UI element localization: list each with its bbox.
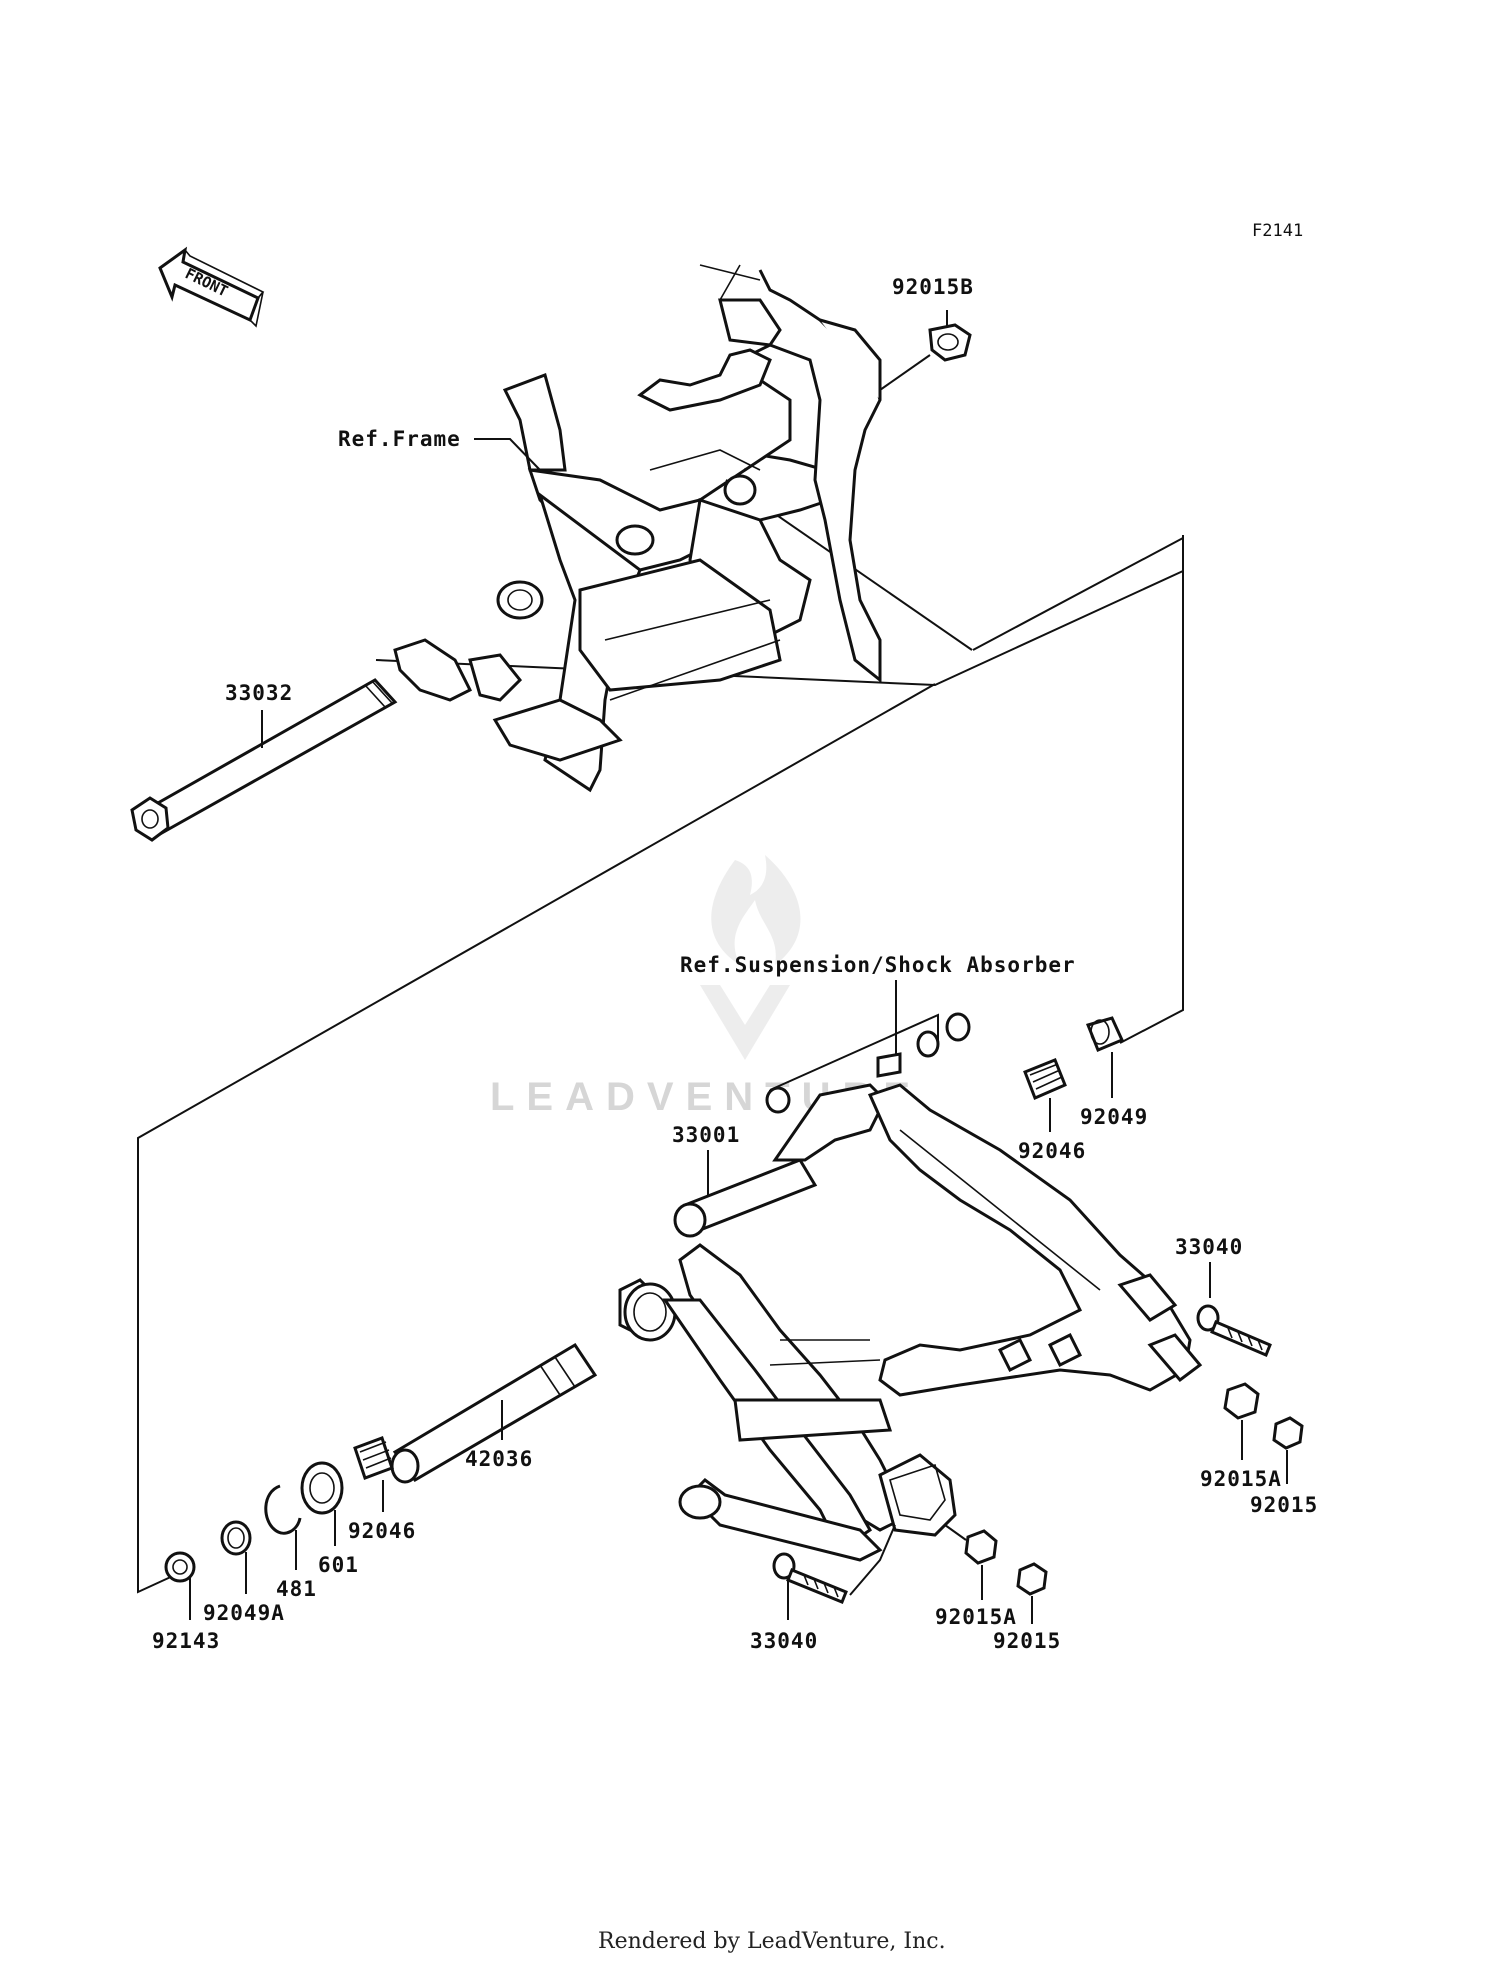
label-92015b[interactable]: 92015B	[892, 275, 974, 299]
leader-ref-frame	[474, 438, 541, 471]
label-33032[interactable]: 33032	[225, 681, 293, 705]
label-33040-right[interactable]: 33040	[1175, 1235, 1243, 1259]
bolt-33040-right	[1196, 1304, 1272, 1357]
label-601[interactable]: 601	[318, 1553, 359, 1577]
nut-92015a-right	[1223, 1382, 1260, 1420]
leader-92015a-bottom-2	[944, 1524, 967, 1541]
label-92015-right[interactable]: 92015	[1250, 1493, 1318, 1517]
collar-92143	[164, 1551, 196, 1583]
frame-drawing	[393, 264, 882, 793]
label-92046-top[interactable]: 92046	[1018, 1139, 1086, 1163]
axle-33032	[130, 678, 398, 842]
label-481[interactable]: 481	[276, 1577, 317, 1601]
label-92015a-right[interactable]: 92015A	[1200, 1467, 1282, 1491]
figure-code: F2141	[1252, 221, 1303, 241]
label-92015a-bottom[interactable]: 92015A	[935, 1605, 1017, 1629]
suspension-bearing	[916, 1030, 940, 1058]
label-42036[interactable]: 42036	[465, 1447, 533, 1471]
suspension-collar	[945, 1012, 971, 1042]
suspension-washer	[765, 1086, 791, 1114]
bearing-92046-left	[353, 1436, 394, 1480]
front-arrow-icon	[158, 246, 265, 328]
circlip-481	[264, 1484, 302, 1535]
label-92046-left[interactable]: 92046	[348, 1519, 416, 1543]
frame-box-line-3	[972, 537, 1184, 651]
right-leader-line	[1119, 540, 1184, 1044]
leader-92015b-2	[879, 354, 931, 391]
nut-92015a-bottom	[964, 1529, 998, 1565]
label-92015-bottom[interactable]: 92015	[993, 1629, 1061, 1653]
ref-frame-label: Ref.Frame	[338, 427, 461, 451]
seal-92049a	[220, 1520, 252, 1556]
swingarm-33001	[618, 1083, 1203, 1562]
suspension-sleeve	[876, 1052, 902, 1078]
label-92049[interactable]: 92049	[1080, 1105, 1148, 1129]
nut-92015-right	[1272, 1416, 1304, 1450]
footer-credit: Rendered by LeadVenture, Inc.	[598, 1929, 946, 1954]
ref-suspension-label: Ref.Suspension/Shock Absorber	[680, 953, 1076, 977]
label-92143[interactable]: 92143	[152, 1629, 220, 1653]
label-92049a[interactable]: 92049A	[203, 1601, 285, 1625]
pivot-sleeve-42036	[390, 1342, 598, 1484]
nut-92015b	[928, 323, 972, 362]
bearing-92046-top	[1023, 1058, 1067, 1100]
label-33040-bottom[interactable]: 33040	[750, 1629, 818, 1653]
watermark-logo	[700, 855, 801, 1060]
left-box-line	[137, 683, 936, 1594]
bolt-33040-bottom	[772, 1552, 848, 1604]
bearing-601	[300, 1461, 344, 1515]
label-33001[interactable]: 33001	[672, 1123, 740, 1147]
leader-33040-bottom-2	[849, 1524, 896, 1596]
nut-92015-bottom	[1016, 1562, 1048, 1596]
